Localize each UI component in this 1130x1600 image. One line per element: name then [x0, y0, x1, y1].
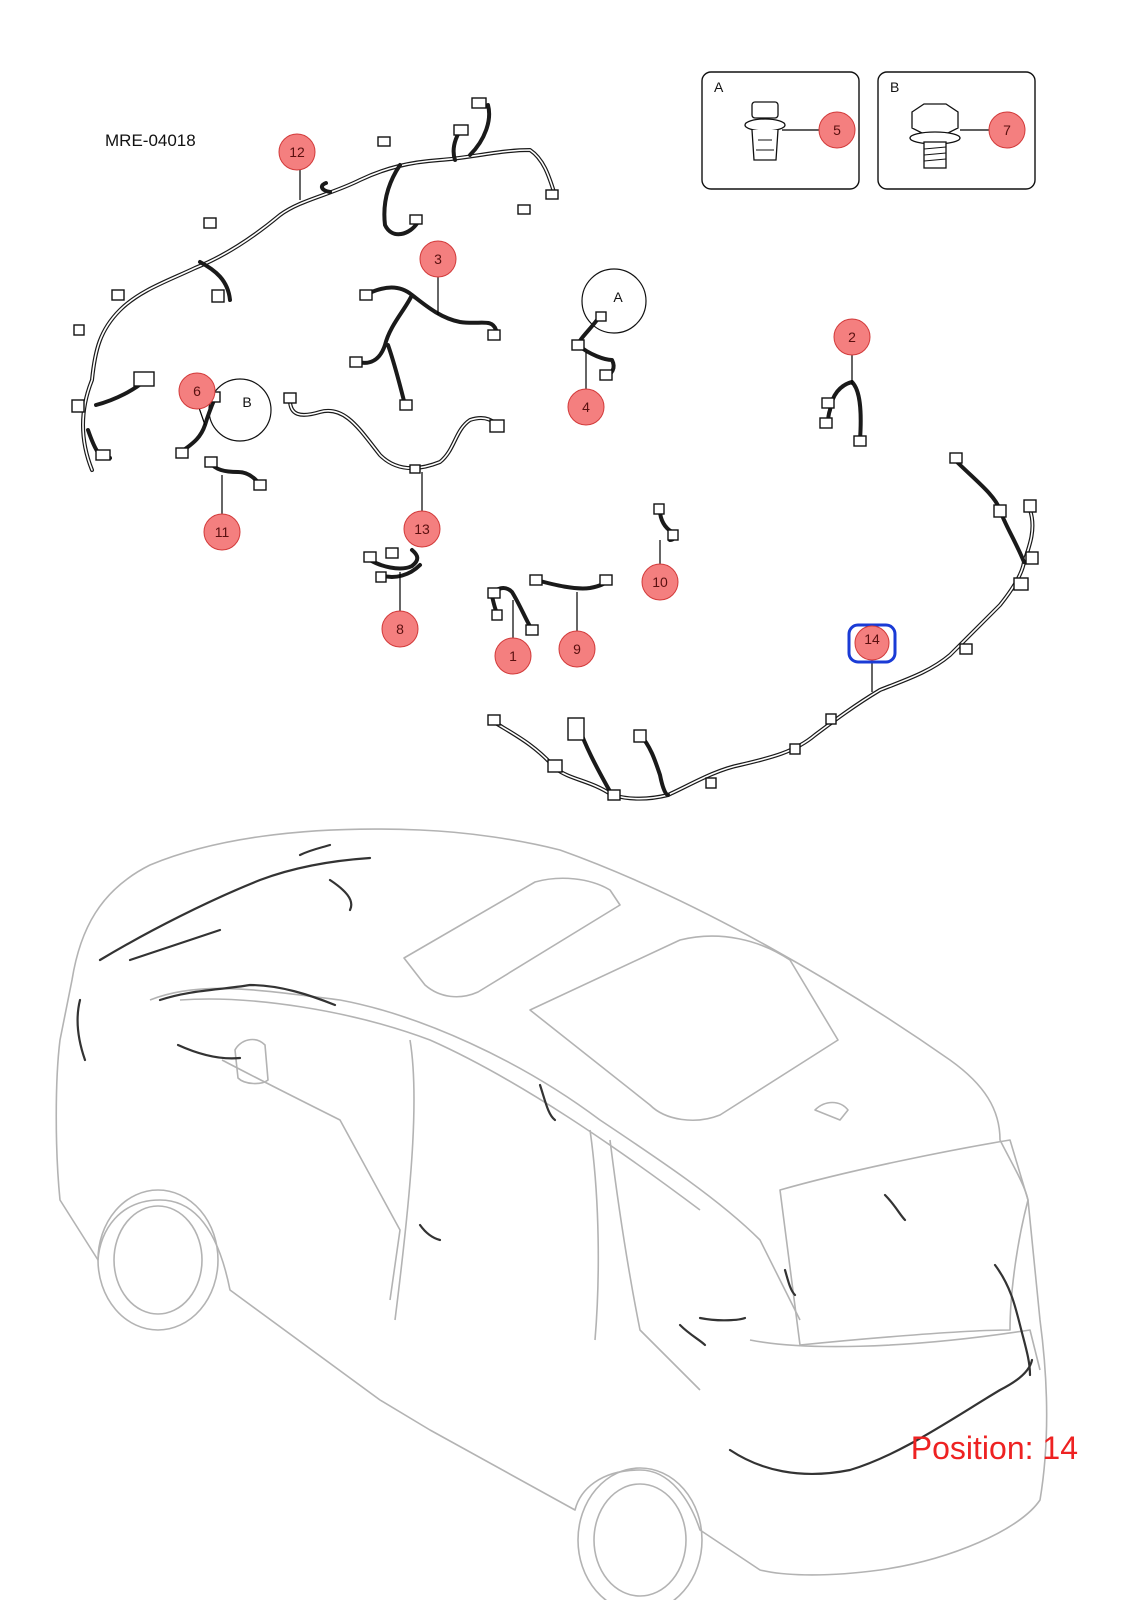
callout-5-number: 5 [833, 122, 841, 138]
harness-14[interactable] [487, 452, 1039, 801]
callout-13-number: 13 [414, 521, 430, 537]
reference-circle-a-letter: A [613, 289, 623, 305]
callout-7[interactable]: 7 [988, 111, 1026, 149]
callout-12[interactable]: 12 [278, 133, 316, 171]
callout-11[interactable]: 11 [203, 513, 241, 551]
callout-14-selected[interactable]: 14 [847, 623, 897, 664]
callout-8-number: 8 [396, 621, 404, 637]
reference-circle-a[interactable]: A [581, 268, 647, 334]
detail-view-b-letter: B [890, 79, 899, 95]
harness-12[interactable] [71, 97, 559, 472]
callout-1[interactable]: 1 [494, 637, 532, 675]
callout-8[interactable]: 8 [381, 610, 419, 648]
harness-11[interactable] [204, 456, 267, 515]
callout-10[interactable]: 10 [641, 563, 679, 601]
reference-circle-b-letter: B [242, 394, 251, 410]
callout-7-number: 7 [1003, 122, 1011, 138]
callout-4[interactable]: 4 [567, 388, 605, 426]
position-label: Position: 14 [910, 1430, 1078, 1466]
vehicle-outline [55, 828, 1048, 1600]
harness-2[interactable] [819, 348, 867, 447]
harness-3[interactable] [349, 272, 501, 411]
callout-9[interactable]: 9 [558, 630, 596, 668]
callout-12-number: 12 [289, 144, 305, 160]
harness-1[interactable] [487, 586, 539, 640]
harness-8[interactable] [363, 547, 422, 612]
callout-3-number: 3 [434, 251, 442, 267]
detail-view-b[interactable]: B [877, 71, 1036, 190]
callout-4-number: 4 [582, 399, 590, 415]
callout-6[interactable]: 6 [178, 372, 216, 410]
reference-circle-b[interactable]: B [208, 378, 272, 442]
callout-11-number: 11 [215, 524, 230, 540]
callout-6-number: 6 [193, 383, 201, 399]
callout-9-number: 9 [573, 641, 581, 657]
callout-10-number: 10 [652, 574, 668, 590]
detail-view-a[interactable]: A [701, 71, 860, 190]
callout-1-number: 1 [509, 648, 517, 664]
callout-2[interactable]: 2 [833, 318, 871, 356]
callout-5[interactable]: 5 [818, 111, 856, 149]
callout-3[interactable]: 3 [419, 240, 457, 278]
drawing-id: MRE-04018 [105, 131, 196, 150]
clip-part-icon [744, 101, 786, 161]
callout-2-number: 2 [848, 329, 856, 345]
harness-4[interactable] [571, 311, 616, 395]
harness-13[interactable] [283, 392, 505, 512]
callout-13[interactable]: 13 [403, 510, 441, 548]
callout-14-number: 14 [864, 631, 880, 647]
detail-view-a-letter: A [714, 79, 724, 95]
bolt-part-icon [909, 103, 961, 169]
harness-10[interactable] [653, 503, 679, 565]
harness-9[interactable] [529, 574, 613, 632]
